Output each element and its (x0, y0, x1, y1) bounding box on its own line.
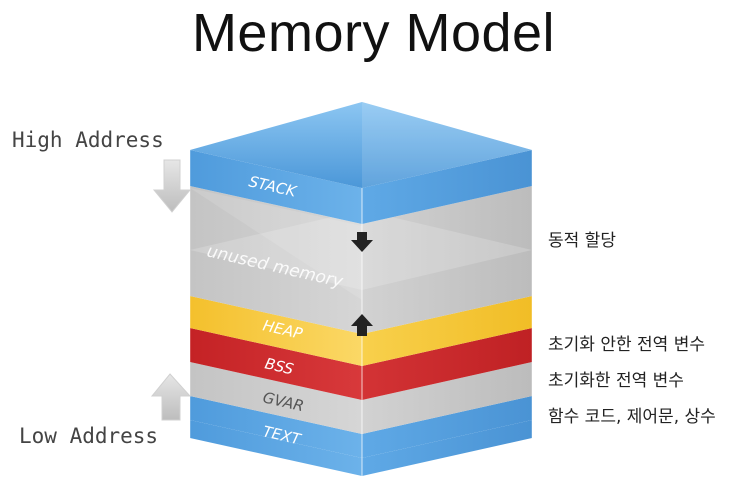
low-address-up-arrow-icon (150, 373, 192, 421)
cube-top-face (190, 102, 532, 188)
stack-growth-arrow-icon (351, 232, 373, 252)
note-dynamic-allocation: 동적 할당 (548, 231, 616, 251)
heap-layer (190, 296, 532, 366)
stack-layer (190, 150, 532, 224)
note-uninitialized-globals: 초기화 안한 전역 변수 (548, 335, 705, 355)
unused-memory-layer (190, 186, 532, 334)
high-address-label: High Address (12, 128, 164, 152)
note-code-constants: 함수 코드, 제어문, 상수 (548, 407, 716, 427)
bss-layer (190, 328, 532, 400)
page-title: Memory Model (191, 3, 556, 63)
gvar-layer (190, 362, 532, 434)
note-initialized-globals: 초기화한 전역 변수 (548, 371, 684, 391)
heap-growth-arrow-icon (351, 314, 373, 336)
text-layer (190, 396, 532, 476)
low-address-label: Low Address (19, 424, 159, 448)
high-address-down-arrow-icon (152, 159, 192, 213)
